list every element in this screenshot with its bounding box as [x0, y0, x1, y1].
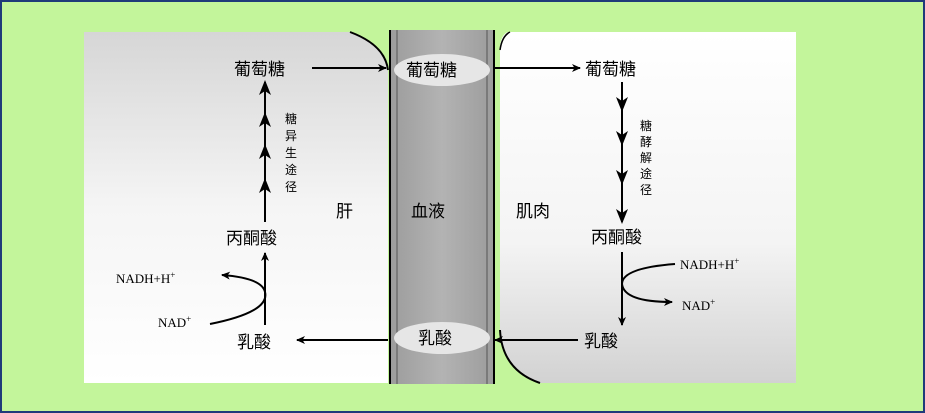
- liver-region: [84, 31, 389, 383]
- muscle-pathway-arrowheads: [616, 97, 628, 224]
- liver-nadh-label: NADH+H+: [116, 270, 175, 286]
- muscle-nadh-curve: [620, 263, 676, 306]
- muscle-glucose-label: 葡萄糖: [585, 60, 636, 80]
- svg-text:糖: 糖: [640, 118, 652, 133]
- liver-pathway-arrowheads: [259, 80, 271, 193]
- liver-nad-curve: [209, 271, 267, 325]
- muscle-pathway-label: 糖 酵 解 途 径: [640, 118, 652, 197]
- liver-pyruvate-label: 丙酮酸: [226, 229, 277, 249]
- liver-nad-label: NAD+: [158, 314, 191, 330]
- blood-lactate-label: 乳酸: [418, 329, 452, 349]
- liver-pathway-label: 糖 异 生 途 径: [285, 111, 297, 194]
- muscle-region-label: 肌肉: [516, 202, 550, 222]
- svg-text:途: 途: [285, 162, 297, 177]
- svg-text:糖: 糖: [285, 111, 297, 126]
- blood-region-label: 血液: [411, 202, 445, 222]
- muscle-lactate-label: 乳酸: [584, 332, 618, 352]
- muscle-pyruvate-label: 丙酮酸: [591, 228, 642, 248]
- blood-column: [389, 30, 495, 384]
- svg-text:解: 解: [640, 151, 652, 165]
- blood-glucose-label: 葡萄糖: [406, 61, 457, 81]
- muscle-nad-label: NAD+: [682, 297, 715, 313]
- blood-lactate-ellipse: [394, 322, 490, 354]
- svg-text:径: 径: [285, 180, 297, 194]
- svg-text:生: 生: [285, 146, 297, 160]
- svg-text:异: 异: [285, 129, 297, 143]
- svg-text:途: 途: [640, 166, 652, 181]
- svg-text:酵: 酵: [640, 135, 652, 149]
- arrows: [209, 64, 676, 344]
- liver-glucose-label: 葡萄糖: [234, 60, 285, 80]
- blood-glucose-ellipse: [394, 54, 490, 86]
- muscle-nadh-label: NADH+H+: [680, 256, 739, 272]
- liver-region-label: 肝: [336, 202, 353, 222]
- liver-lactate-label: 乳酸: [237, 333, 271, 353]
- svg-text:径: 径: [640, 183, 652, 197]
